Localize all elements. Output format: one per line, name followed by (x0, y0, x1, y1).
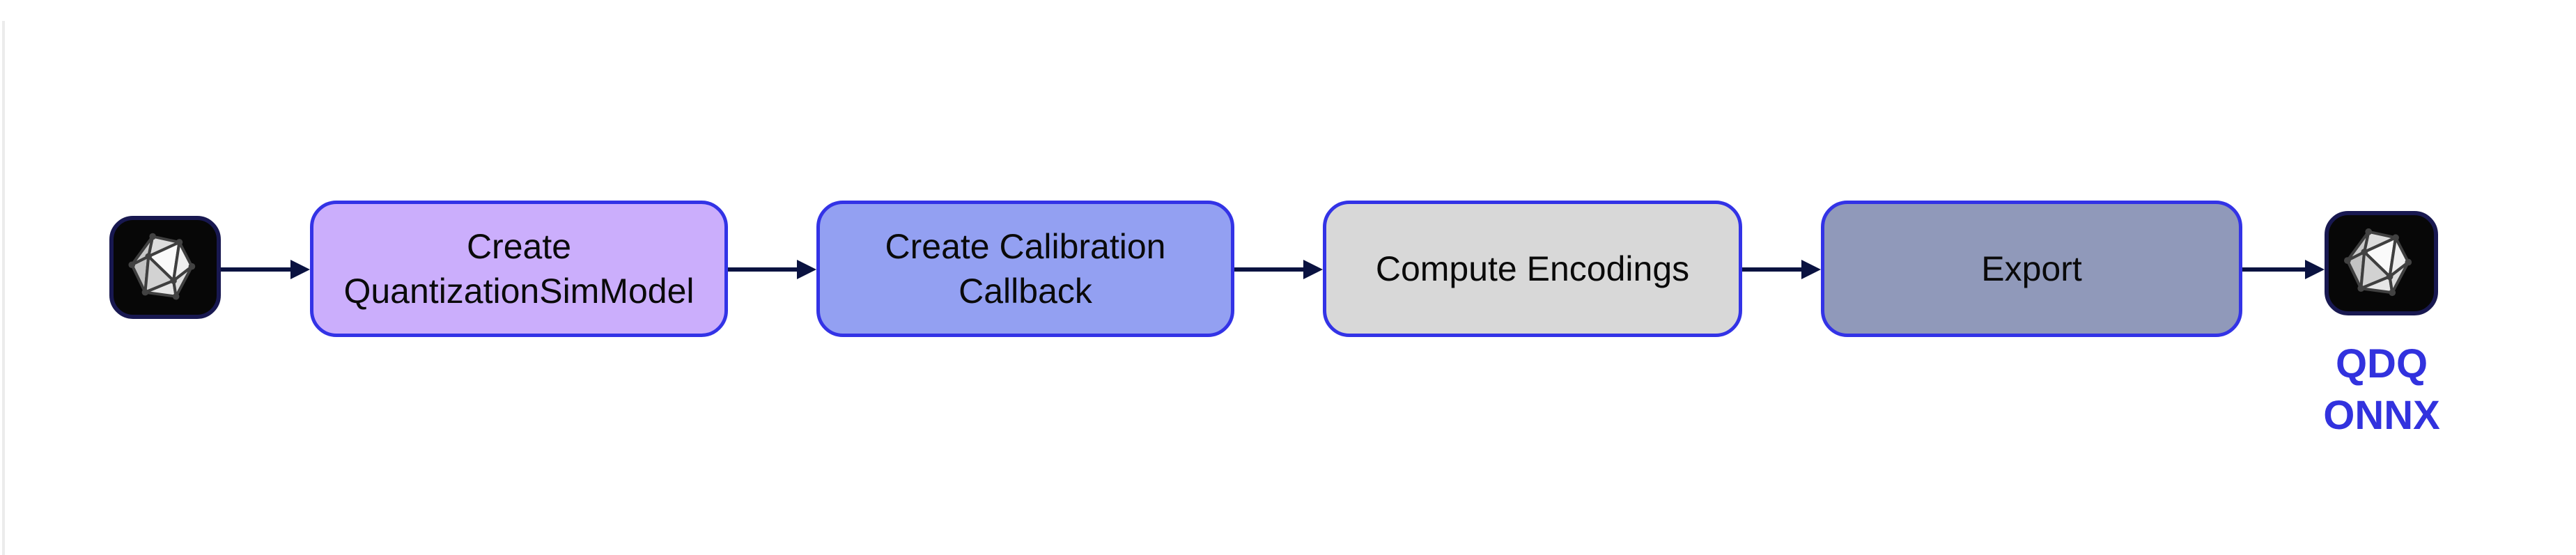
arrow-shaft (1742, 267, 1804, 272)
step-create-calibration-callback: Create Calibration Callback (816, 201, 1234, 337)
caption-line-qdq: QDQ (2335, 341, 2428, 386)
step-label: Create QuantizationSimModel (343, 227, 695, 311)
onnx-output-model-icon (2325, 211, 2438, 315)
flow-arrow-2 (728, 260, 816, 279)
arrow-head (1801, 260, 1821, 279)
flow-arrow-1 (221, 260, 310, 279)
onnx-input-model-icon (109, 216, 221, 319)
caption-line-onnx: ONNX (2323, 393, 2440, 438)
output-format-label: QDQ ONNX (2295, 338, 2469, 441)
step-label: Create Calibration Callback (885, 227, 1166, 311)
flow-arrow-3 (1234, 260, 1323, 279)
arrow-head (797, 260, 816, 279)
arrow-head (290, 260, 310, 279)
step-compute-encodings: Compute Encodings (1323, 201, 1742, 337)
arrow-shaft (1234, 267, 1306, 272)
arrow-shaft (221, 267, 293, 272)
arrow-head (2305, 260, 2325, 279)
arrow-shaft (2242, 267, 2308, 272)
arrow-head (1303, 260, 1323, 279)
polyhedron-mesh-icon (120, 226, 210, 309)
arrow-shaft (728, 267, 800, 272)
left-edge-divider (2, 21, 5, 555)
step-label: Export (1981, 249, 2082, 288)
flow-arrow-4 (1742, 260, 1821, 279)
step-label: Compute Encodings (1375, 249, 1690, 288)
polyhedron-mesh-icon (2335, 221, 2428, 305)
step-export: Export (1821, 201, 2242, 337)
step-create-quantizationsimmodel: Create QuantizationSimModel (310, 201, 728, 337)
flow-arrow-5 (2242, 260, 2325, 279)
